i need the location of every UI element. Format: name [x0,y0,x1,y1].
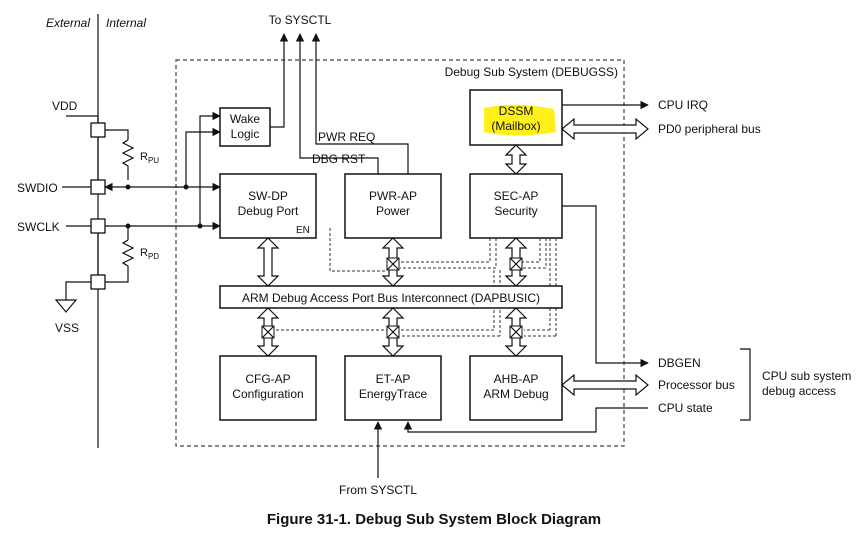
ahbap-label-2: ARM Debug [483,387,548,401]
etap-switch-x [386,325,400,339]
pwrap-switch-x [386,257,400,271]
ahbap-block [469,355,563,421]
en-dash-upper [329,228,386,272]
dssm-label-2: (Mailbox) [491,119,540,133]
cpu-group-bracket [740,348,751,421]
sec-dash-1 [400,238,491,263]
dssm-highlight [484,104,556,136]
etap-label-1: ET-AP [376,372,411,386]
dssm-label-1: DSSM [499,104,534,118]
etap-block [344,355,442,421]
rpd-label: RPD [140,247,159,261]
external-label: External [46,16,90,30]
sec-dash-3 [522,238,541,263]
from-sysctl-label: From SYSCTL [339,483,417,497]
dbgen-label: DBGEN [658,356,701,370]
secap-block [469,173,563,239]
debugss-boundary [175,59,625,447]
wake-logic-label-1: Wake [230,112,261,126]
wake-logic-label-2: Logic [231,127,260,141]
pwrap-label-2: Power [376,204,410,218]
sec-dash-2 [400,238,497,269]
dbg-rst-label: DBG RST [312,152,366,166]
cpu-group-label-2: debug access [762,384,836,398]
cfgap-label-2: Configuration [232,387,303,401]
vss-line [65,281,91,300]
vdd-line [66,115,99,123]
pwrap-label-1: PWR-AP [369,189,417,203]
ahbap-label-1: AHB-AP [494,372,539,386]
secap-switch-x [509,257,523,271]
dbgrst-line [295,33,379,174]
swdio-to-wake-line [185,127,221,187]
internal-label: Internal [106,16,146,30]
cpu-state-label: CPU state [658,401,713,415]
wake-logic-block [219,107,271,147]
cpu-group-label-1: CPU sub system [762,369,851,383]
swdp-en-label: EN [296,225,310,236]
secap-label-2: Security [494,204,537,218]
swdp-label-2: Debug Port [238,204,299,218]
cpu-state-line [403,407,648,433]
pull-up-resistor [121,139,135,180]
wake-to-sysctl-line [270,33,289,128]
dssm-secap-arrow [504,144,528,175]
cfgap-label-1: CFG-AP [245,372,290,386]
pd0-bus-arrow [561,117,649,141]
debugss-label: Debug Sub System (DEBUGSS) [445,65,618,79]
swdp-label-1: SW-DP [248,189,288,203]
rpu-top-line [105,129,129,140]
swclk-to-wake-line [199,111,221,226]
dapbusic-label: ARM Debug Access Port Bus Interconnect (… [242,291,540,305]
cpu-irq-label: CPU IRQ [658,98,708,112]
sec-dash-4 [522,238,547,269]
rpu-label: RPU [140,151,159,165]
dapbusic-block [219,285,563,309]
vss-label: VSS [55,321,79,335]
cfgap-switch-x [261,325,275,339]
pd0-bus-label: PD0 peripheral bus [658,122,761,136]
figure-caption: Figure 31-1. Debug Sub System Block Diag… [267,511,601,528]
processor-bus-arrow [561,373,649,397]
processor-bus-label: Processor bus [658,378,735,392]
to-sysctl-label: To SYSCTL [269,13,332,27]
etap-label-2: EnergyTrace [359,387,428,401]
ahbap-switch-x [509,325,523,339]
vdd-label: VDD [52,99,78,113]
swdio-junction [125,184,131,190]
vss-pad [90,274,106,290]
ground-symbol [54,299,78,313]
vdd-pad [90,122,106,138]
swdio-pad [90,179,106,195]
swdio-label: SWDIO [17,181,58,195]
pwr-req-label: PWR REQ [318,130,375,144]
swdp-bus-arrow [256,237,280,287]
pwrap-block [344,173,442,239]
swdp-block [219,173,317,239]
secap-label-1: SEC-AP [494,189,539,203]
pwrreq-line [311,33,409,174]
pull-down-resistor [105,239,135,283]
swclk-pad [90,218,106,234]
cfgap-block [219,355,317,421]
swclk-label: SWCLK [17,220,60,234]
dbgen-line [562,205,649,368]
